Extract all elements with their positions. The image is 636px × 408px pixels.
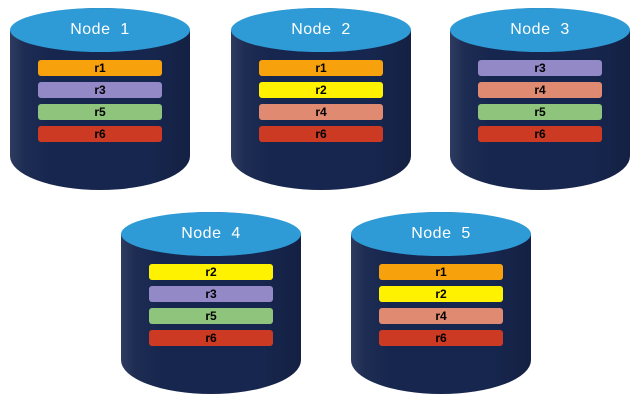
replica-bar-r6[interactable]: r6 (259, 126, 383, 142)
replica-list: r3 r4 r5 r6 (450, 60, 630, 142)
cylinder-top-ellipse (121, 212, 301, 256)
replica-bar-r2[interactable]: r2 (149, 264, 273, 280)
node-label: Node 3 (510, 21, 570, 38)
replica-list: r2 r3 r5 r6 (121, 264, 301, 346)
database-node-3[interactable]: Node 3 r3 r4 r5 r6 (450, 8, 630, 196)
replica-bar-r1[interactable]: r1 (38, 60, 162, 76)
replica-bar-r3[interactable]: r3 (38, 82, 162, 98)
cylinder-top-ellipse (10, 8, 190, 52)
replica-bar-r6[interactable]: r6 (38, 126, 162, 142)
replica-bar-r1[interactable]: r1 (259, 60, 383, 76)
replica-list: r1 r3 r5 r6 (10, 60, 190, 142)
replica-bar-r5[interactable]: r5 (478, 104, 602, 120)
database-node-4[interactable]: Node 4 r2 r3 r5 r6 (121, 212, 301, 400)
replica-bar-r1[interactable]: r1 (379, 264, 503, 280)
replica-bar-r5[interactable]: r5 (38, 104, 162, 120)
replica-bar-r4[interactable]: r4 (478, 82, 602, 98)
replica-bar-r6[interactable]: r6 (478, 126, 602, 142)
cylinder-top-ellipse (231, 8, 411, 52)
node-label: Node 2 (291, 21, 351, 38)
cylinder-top-ellipse (450, 8, 630, 52)
replica-bar-r4[interactable]: r4 (259, 104, 383, 120)
replica-bar-r6[interactable]: r6 (149, 330, 273, 346)
replica-list: r1 r2 r4 r6 (351, 264, 531, 346)
node-label: Node 1 (70, 21, 130, 38)
database-node-1[interactable]: Node 1 r1 r3 r5 r6 (10, 8, 190, 196)
replica-bar-r2[interactable]: r2 (379, 286, 503, 302)
node-label: Node 4 (181, 225, 241, 242)
replica-bar-r6[interactable]: r6 (379, 330, 503, 346)
node-label: Node 5 (411, 225, 471, 242)
replica-bar-r4[interactable]: r4 (379, 308, 503, 324)
database-node-2[interactable]: Node 2 r1 r2 r4 r6 (231, 8, 411, 196)
replica-bar-r5[interactable]: r5 (149, 308, 273, 324)
replica-bar-r2[interactable]: r2 (259, 82, 383, 98)
replica-bar-r3[interactable]: r3 (149, 286, 273, 302)
cylinder-top-ellipse (351, 212, 531, 256)
replica-bar-r3[interactable]: r3 (478, 60, 602, 76)
database-node-5[interactable]: Node 5 r1 r2 r4 r6 (351, 212, 531, 400)
replica-list: r1 r2 r4 r6 (231, 60, 411, 142)
